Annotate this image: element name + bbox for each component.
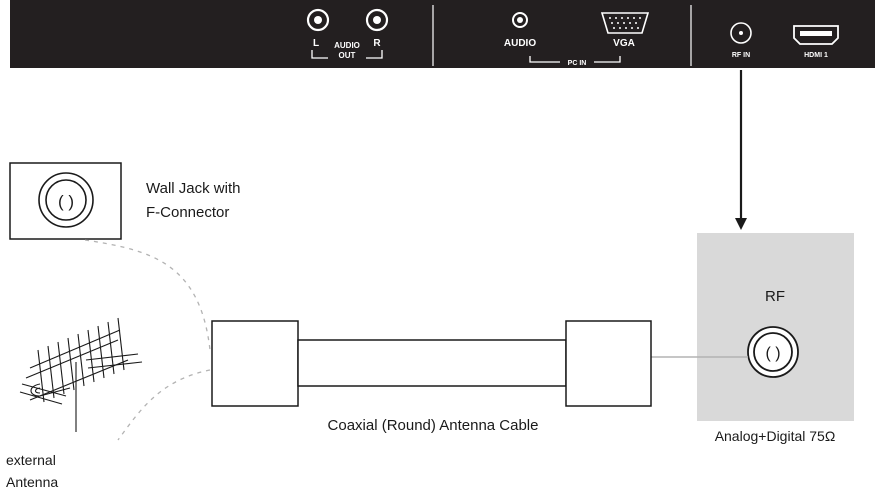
audio-out-bracket-left: [311, 50, 328, 59]
rf-in-label: RF IN: [732, 52, 750, 59]
cable-right-connector: [565, 320, 652, 407]
rf-box-title: RF: [765, 288, 785, 305]
wall-jack-label-line2: F-Connector: [146, 204, 229, 221]
vga-port-icon: [600, 12, 650, 34]
pc-in-bracket-left: [529, 56, 560, 63]
rf-arrow-head: [735, 218, 747, 230]
pc-audio-jack-icon: [512, 12, 528, 28]
audio-out-bracket-right: [366, 50, 383, 59]
audio-out-label-top: AUDIO: [334, 41, 360, 50]
hdmi-port-icon: [793, 25, 839, 45]
audio-out-left-jack-icon: [306, 8, 330, 32]
vga-label: VGA: [613, 38, 635, 49]
rf-in-jack-icon: [730, 22, 752, 44]
wall-jack-connector-icon: ( ): [38, 172, 94, 228]
antenna-label-line2: Antenna: [6, 474, 58, 490]
svg-text:( ): ( ): [765, 345, 780, 362]
pc-in-label: PC IN: [568, 60, 587, 67]
svg-text:( ): ( ): [58, 192, 74, 211]
cable-label: Coaxial (Round) Antenna Cable: [328, 417, 539, 434]
antenna-dashed-line: [117, 369, 211, 441]
audio-out-right-jack-icon: [365, 8, 389, 32]
audio-out-label-bottom: OUT: [339, 51, 356, 60]
audio-out-left-label: L: [313, 38, 319, 49]
pc-in-bracket-right: [594, 56, 621, 63]
antenna-label-line1: external: [6, 452, 56, 468]
cable-body: [297, 339, 567, 387]
rf-box-caption: Analog+Digital 75Ω: [715, 428, 836, 444]
wall-jack-dashed-line: [84, 239, 211, 351]
audio-out-right-label: R: [373, 38, 381, 49]
rf-connector-icon: ( ): [747, 326, 799, 378]
external-antenna-icon: [19, 317, 143, 432]
pc-audio-label: AUDIO: [504, 38, 536, 49]
hdmi-label: HDMI 1: [804, 52, 828, 59]
wall-jack-label-line1: Wall Jack with: [146, 180, 240, 197]
cable-left-connector: [211, 320, 299, 407]
